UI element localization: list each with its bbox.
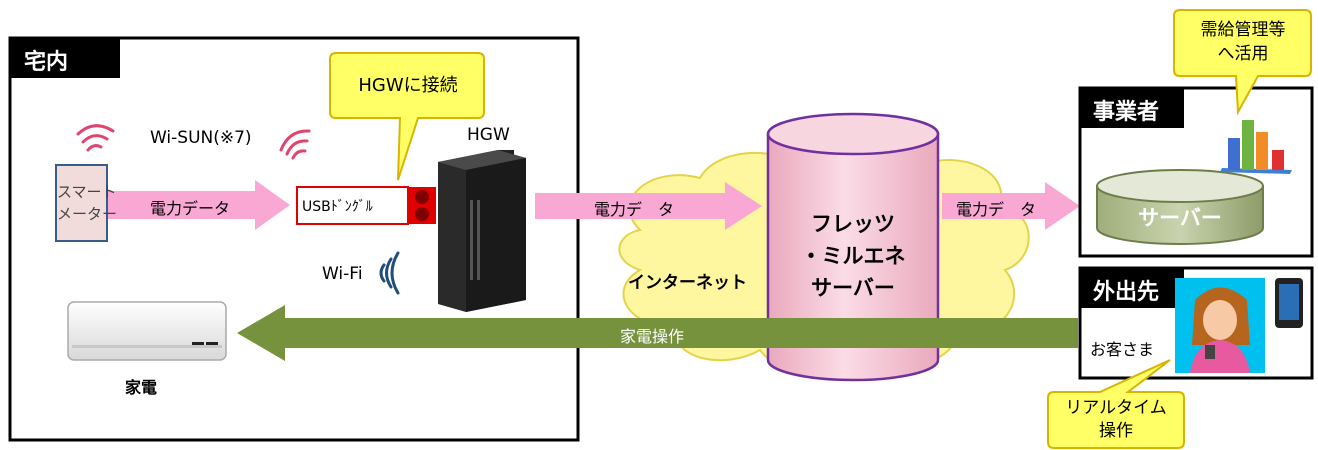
server-line3: サーバー — [811, 276, 895, 300]
arrow-control-label: 家電操作 — [620, 327, 685, 346]
server-line2: ・ミルエネ — [800, 244, 906, 268]
callout-demand-line1: 需給管理等 — [1200, 20, 1286, 40]
home-title: 宅内 — [24, 50, 69, 75]
callout-hgw-label: HGWに接続 — [358, 75, 458, 96]
callout-demand-line2: へ活用 — [1217, 44, 1269, 64]
appliance-label: 家電 — [125, 378, 158, 397]
home-title-bg — [10, 38, 120, 78]
air-conditioner-icon — [67, 301, 227, 361]
internet-label: インターネット — [628, 273, 747, 293]
arrow-hgw-to-server — [535, 182, 762, 230]
callout-demand-shape — [1173, 9, 1312, 116]
callout-realtime-line1: リアルタイム — [1065, 398, 1167, 418]
signal-waves-dongle — [279, 129, 311, 160]
server-cylinder-top — [766, 112, 940, 156]
wisun-label: Wi-SUN(※7) — [150, 128, 252, 148]
usb-dongle-label: USBﾄﾞﾝｸﾞﾙ — [302, 199, 373, 215]
arrow-power2-label: 電力デ タ — [594, 200, 675, 219]
operator-server-disk — [1096, 169, 1264, 245]
hgw-router-icon — [438, 150, 526, 312]
arrow-meter-to-dongle — [108, 180, 290, 230]
smart-meter-line1: スマート — [57, 183, 117, 201]
smartphone-icon — [1275, 278, 1303, 328]
callout-realtime-line2: 操作 — [1099, 421, 1133, 441]
arrow-appliance-control — [237, 305, 1078, 361]
smart-meter-line2: メーター — [57, 205, 118, 223]
operator-title-bg — [1080, 88, 1184, 128]
dongle-led-bottom — [415, 207, 429, 221]
customer-avatar-icon — [1175, 278, 1265, 373]
bar-chart-icon — [1220, 120, 1292, 174]
wifi-label: Wi-Fi — [322, 264, 363, 284]
operator-server-label: サーバー — [1138, 206, 1222, 230]
operator-title: 事業者 — [1093, 100, 1160, 125]
dongle-led-top — [415, 190, 429, 204]
smart-meter-box — [55, 164, 108, 242]
arrow-power3-label: 電力デ タ — [956, 200, 1037, 219]
customer-label: お客さま — [1090, 340, 1155, 359]
arrow-server-to-operator — [942, 182, 1080, 230]
signal-waves-meter — [76, 124, 115, 152]
callout-realtime-shape — [1047, 359, 1185, 449]
wifi-waves — [379, 251, 400, 295]
outside-title-bg — [1080, 268, 1184, 308]
server-line1: フレッツ — [811, 212, 895, 236]
hgw-label: HGW — [467, 125, 510, 145]
arrow-power1-label: 電力データ — [150, 199, 231, 218]
outside-title: 外出先 — [1093, 280, 1160, 305]
callout-hgw-shape — [329, 52, 485, 181]
